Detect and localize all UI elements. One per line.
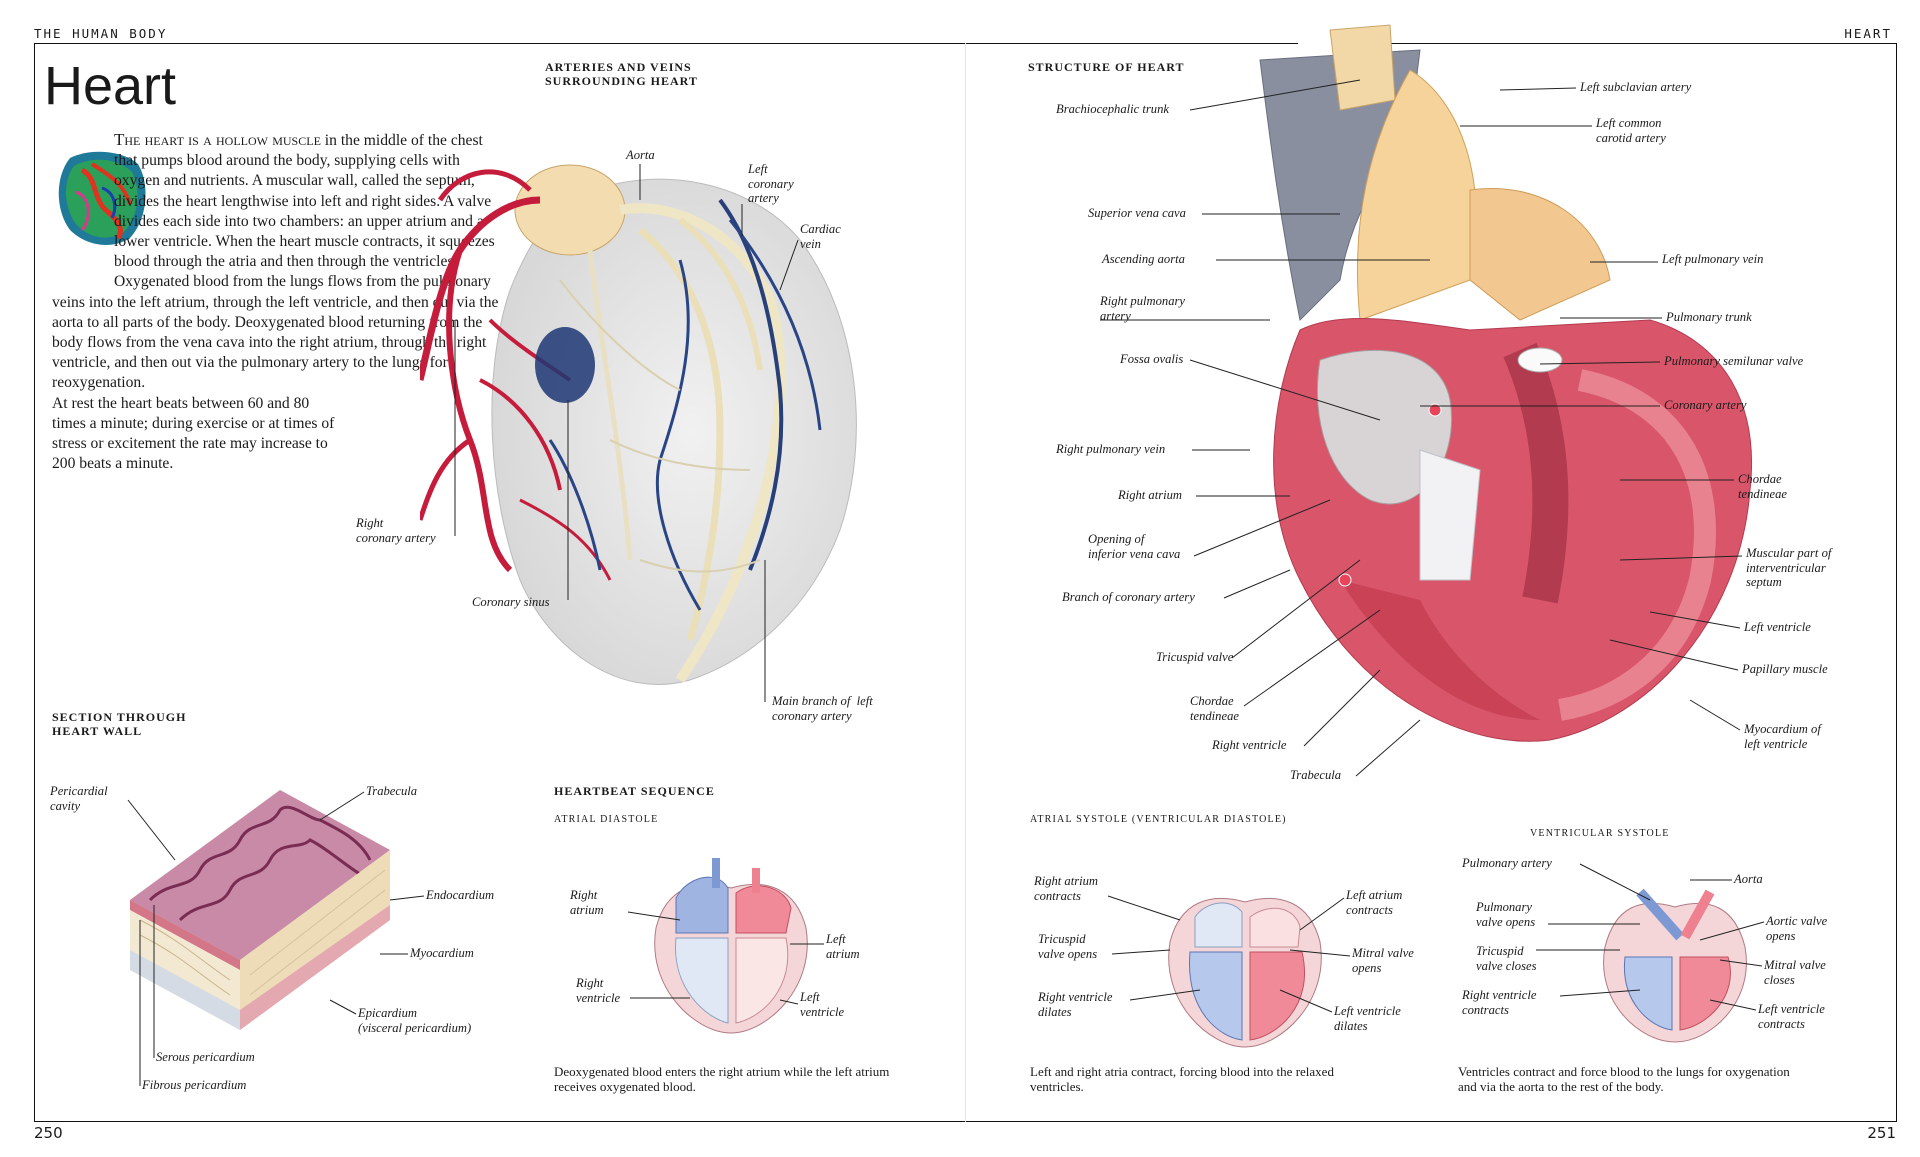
folio-left: 250: [34, 1124, 63, 1142]
label-right-coronary: Right coronary artery: [356, 516, 436, 545]
diagram-ventricular-systole: [1603, 888, 1747, 1043]
label-right-pulm-vein: Right pulmonary vein: [1056, 442, 1166, 456]
caption-ventricular-systole: Ventricles contract and force blood to t…: [1458, 1064, 1790, 1094]
label-left-ventricle: Left ventricle: [1744, 620, 1811, 634]
running-head-left: THE HUMAN BODY: [34, 26, 168, 41]
label-endocardium: Endocardium: [426, 888, 495, 902]
structure-heading: Structure of heart: [1028, 60, 1185, 74]
label-pulm-trunk: Pulmonary trunk: [1666, 310, 1752, 324]
label-vs-aorta: Aorta: [1734, 872, 1763, 886]
label-right-ventricle: Right ventricle: [1212, 738, 1287, 752]
label-left-subclavian: Left subclavian artery: [1580, 80, 1692, 94]
label-chordae-right: Chordae tendineae: [1738, 472, 1787, 501]
label-left-common-carotid: Left common carotid artery: [1596, 116, 1666, 145]
label-as-tricuspid-opens: Tricuspid valve opens: [1038, 932, 1098, 961]
heartbeat-heading: Heartbeat sequence: [554, 784, 715, 798]
folio-right: 251: [1867, 1124, 1896, 1142]
coronary-vessels-illustration: [420, 164, 857, 685]
label-vs-lv-contracts: Left ventricle contracts: [1758, 1002, 1825, 1031]
frame-right: [1896, 43, 1897, 1122]
label-pulm-semilunar: Pulmonary semilunar valve: [1664, 354, 1804, 368]
frame-left: [34, 43, 35, 1122]
label-branch-coronary: Branch of coronary artery: [1062, 590, 1195, 604]
label-vs-aortic-valve: Aortic valve opens: [1766, 914, 1828, 943]
label-ad-right-atrium: Right atrium: [570, 888, 604, 917]
label-vs-mitral-closes: Mitral valve closes: [1764, 958, 1826, 987]
label-serous-pericardium: Serous pericardium: [156, 1050, 255, 1064]
page-title: Heart: [44, 56, 177, 116]
top-rule-left: [34, 43, 1298, 44]
label-fibrous-pericardium: Fibrous pericardium: [142, 1078, 247, 1092]
intro-text: The heart is a hollow muscle in the midd…: [52, 130, 502, 474]
intro-body: in the middle of the chest that pumps bl…: [52, 132, 499, 392]
intro-body-2: At rest the heart beats between 60 and 8…: [52, 394, 335, 473]
label-vs-rv-contracts: Right ventricle contracts: [1462, 988, 1537, 1017]
running-head-right: HEART: [1844, 26, 1892, 41]
label-ad-left-atrium: Left atrium: [826, 932, 860, 961]
label-as-rv-dilates: Right ventricle dilates: [1038, 990, 1113, 1019]
label-as-mitral-opens: Mitral valve opens: [1352, 946, 1414, 975]
heart-cross-section-illustration: [1259, 24, 1752, 742]
label-right-atrium: Right atrium: [1118, 488, 1183, 502]
label-tricuspid-valve: Tricuspid valve: [1156, 650, 1234, 664]
label-left-pulm-vein: Left pulmonary vein: [1662, 252, 1764, 266]
diagram-atrial-diastole: [654, 858, 808, 1034]
label-cardiac-vein: Cardiac vein: [800, 222, 841, 251]
ventricular-systole-subhead: Ventricular systole: [1530, 828, 1670, 839]
label-trabecula-wall: Trabecula: [366, 784, 418, 798]
label-pericardial-cavity: Pericardial cavity: [50, 784, 108, 813]
label-coronary-artery: Coronary artery: [1664, 398, 1747, 412]
heart-wall-illustration: [130, 790, 390, 1030]
label-ad-right-ventricle: Right ventricle: [576, 976, 621, 1005]
label-brachiocephalic: Brachiocephalic trunk: [1056, 102, 1169, 116]
label-epicardium: Epicardium (visceral pericardium): [358, 1006, 472, 1035]
label-vs-pulm-valve: Pulmonary valve opens: [1476, 900, 1536, 929]
caption-atrial-systole: Left and right atria contract, forcing b…: [1030, 1064, 1334, 1094]
label-coronary-sinus: Coronary sinus: [472, 595, 550, 609]
intro-lead: The heart is a hollow muscle: [114, 130, 321, 149]
arteries-heading: Arteries and veins surrounding heart: [545, 60, 698, 88]
atrial-diastole-subhead: Atrial diastole: [554, 814, 659, 825]
label-ivc-opening: Opening of inferior vena cava: [1088, 532, 1181, 561]
label-as-la-contracts: Left atrium contracts: [1346, 888, 1403, 917]
label-papillary: Papillary muscle: [1742, 662, 1828, 676]
heart-scan-thumbnail: [58, 151, 146, 245]
label-left-coronary: Left coronary artery: [748, 162, 794, 205]
label-main-branch: Main branch of left coronary artery: [772, 694, 873, 723]
gutter: [965, 43, 966, 1122]
label-muscular-septum: Muscular part of interventricular septum: [1746, 546, 1832, 589]
label-svc: Superior vena cava: [1088, 206, 1186, 220]
label-vs-tricuspid-closes: Tricuspid valve closes: [1476, 944, 1537, 973]
wall-heading: Section through heart wall: [52, 710, 187, 738]
label-vs-pulm-artery: Pulmonary artery: [1462, 856, 1552, 870]
label-as-ra-contracts: Right atrium contracts: [1034, 874, 1099, 903]
diagram-atrial-systole: [1168, 897, 1322, 1048]
label-chordae-left: Chordae tendineae: [1190, 694, 1239, 723]
label-right-pulm-artery: Right pulmonary artery: [1100, 294, 1186, 323]
label-ascending-aorta: Ascending aorta: [1102, 252, 1185, 266]
label-myo-lv: Myocardium of left ventricle: [1744, 722, 1821, 751]
atrial-systole-subhead: Atrial systole (ventricular diastole): [1030, 814, 1287, 825]
label-trabecula: Trabecula: [1290, 768, 1342, 782]
label-fossa-ovalis: Fossa ovalis: [1120, 352, 1184, 366]
caption-atrial-diastole: Deoxygenated blood enters the right atri…: [554, 1064, 890, 1094]
label-aorta: Aorta: [626, 148, 655, 162]
top-rule-right: [1370, 43, 1896, 44]
label-as-lv-dilates: Left ventricle dilates: [1334, 1004, 1401, 1033]
label-myocardium: Myocardium: [410, 946, 474, 960]
label-ad-left-ventricle: Left ventricle: [800, 990, 845, 1019]
